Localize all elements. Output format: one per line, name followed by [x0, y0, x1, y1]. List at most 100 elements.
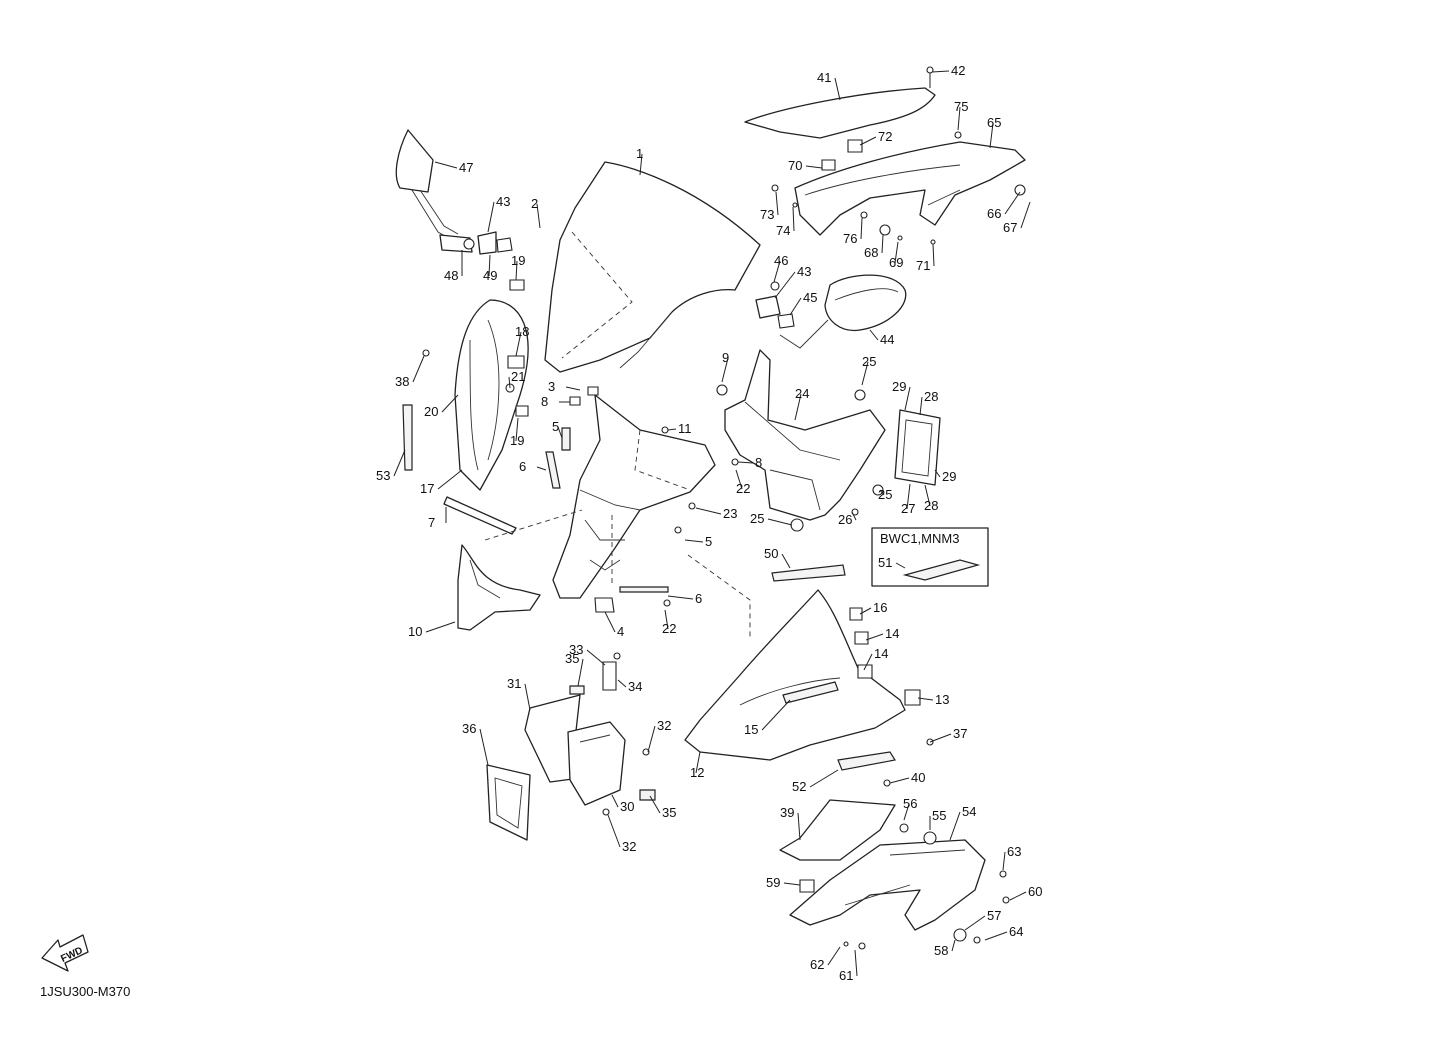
callout-17: 17	[420, 481, 434, 496]
callout-leader-40	[889, 777, 910, 784]
callout-leader-62	[827, 946, 841, 966]
top-cover	[744, 66, 936, 171]
callout-leader-11	[667, 428, 677, 431]
callout-leader-6	[536, 466, 547, 471]
callout-leader-20	[441, 394, 459, 413]
callout-55: 55	[932, 808, 946, 823]
callout-49: 49	[483, 268, 497, 283]
callout-46: 46	[774, 253, 788, 268]
callout-leader-51	[895, 562, 906, 569]
callout-38: 38	[395, 374, 409, 389]
callout-14: 14	[874, 646, 888, 661]
callout-leader-58	[951, 939, 956, 952]
callout-18: 18	[515, 324, 529, 339]
callout-leader-36	[479, 728, 489, 766]
callout-42: 42	[951, 63, 965, 78]
callout-leader-31	[524, 683, 531, 711]
callout-leader-35	[649, 795, 661, 814]
drawing-code: 1JSU300-M370	[40, 984, 131, 999]
mirror-left	[395, 129, 513, 255]
callout-leader-25	[879, 489, 885, 496]
callout-48: 48	[444, 268, 458, 283]
callout-16: 16	[873, 600, 887, 615]
callout-15: 15	[744, 722, 758, 737]
callout-64: 64	[1009, 924, 1023, 939]
callout-19: 19	[510, 433, 524, 448]
callout-35: 35	[662, 805, 676, 820]
callout-25: 25	[862, 354, 876, 369]
callout-47: 47	[459, 160, 473, 175]
callout-34: 34	[628, 679, 642, 694]
callout-leader-22	[735, 469, 743, 490]
callout-11: 11	[678, 421, 692, 436]
callout-leader-52	[809, 769, 839, 788]
callout-57: 57	[987, 908, 1001, 923]
callout-leader-25	[861, 361, 869, 386]
callout-leader-14	[863, 653, 873, 671]
callout-24: 24	[795, 386, 809, 401]
callout-59: 59	[766, 875, 780, 890]
callout-leader-64	[984, 931, 1008, 941]
callout-leader-8	[737, 461, 754, 464]
mirror-right	[755, 274, 907, 349]
callout-30: 30	[620, 799, 634, 814]
callout-leader-68	[881, 234, 884, 254]
callout-leader-37	[929, 733, 952, 743]
callout-53: 53	[376, 468, 390, 483]
callout-leader-67	[1020, 201, 1031, 229]
callout-52: 52	[792, 779, 806, 794]
callout-51: 51	[878, 555, 892, 570]
callout-26: 26	[838, 512, 852, 527]
callout-8: 8	[541, 394, 548, 409]
callout-leader-56	[903, 803, 910, 821]
callout-leader-44	[869, 329, 879, 341]
callout-leader-65	[989, 122, 994, 149]
callout-leader-46	[773, 260, 781, 283]
callout-22: 22	[736, 481, 750, 496]
callout-leader-28	[919, 396, 923, 416]
side-cover-right	[771, 131, 1026, 245]
fwd-arrow: FWD	[41, 934, 89, 972]
callout-44: 44	[880, 332, 894, 347]
callout-leader-5	[557, 426, 563, 439]
callout-6: 6	[695, 591, 702, 606]
callout-leader-66	[1004, 191, 1021, 215]
callout-1: 1	[636, 146, 643, 161]
front-cowl-inner	[545, 386, 716, 613]
callout-leader-27	[906, 483, 911, 510]
callout-leader-29	[934, 469, 941, 478]
callout-leader-61	[854, 949, 858, 977]
callout-leader-54	[949, 811, 961, 841]
callout-leader-2	[536, 203, 541, 229]
callout-leader-45	[789, 297, 802, 316]
callout-37: 37	[953, 726, 967, 741]
callout-74: 74	[776, 223, 790, 238]
callout-23: 23	[723, 506, 737, 521]
callout-43: 43	[496, 194, 510, 209]
callout-4: 4	[617, 624, 624, 639]
callout-leader-4	[604, 611, 616, 633]
callout-70: 70	[788, 158, 802, 173]
callout-14: 14	[885, 626, 899, 641]
callout-69: 69	[889, 255, 903, 270]
callout-leader-71	[932, 243, 935, 267]
callout-leader-75	[957, 106, 961, 131]
assembly-lines	[484, 509, 751, 640]
callout-54: 54	[962, 804, 976, 819]
callout-56: 56	[903, 796, 917, 811]
callout-leader-49	[488, 254, 491, 277]
callout-leader-50	[781, 553, 791, 569]
callout-leader-9	[721, 357, 729, 383]
callout-29: 29	[942, 469, 956, 484]
callout-29: 29	[892, 379, 906, 394]
callout-leader-57	[964, 915, 986, 931]
stay-bar	[443, 496, 517, 535]
callout-leader-22	[664, 609, 669, 630]
callout-leader-41	[834, 77, 841, 101]
callout-5: 5	[552, 419, 559, 434]
callout-71: 71	[916, 258, 930, 273]
callout-leader-25	[767, 518, 793, 526]
callout-20: 20	[424, 404, 438, 419]
callout-leader-30	[611, 794, 619, 808]
callout-62: 62	[810, 957, 824, 972]
